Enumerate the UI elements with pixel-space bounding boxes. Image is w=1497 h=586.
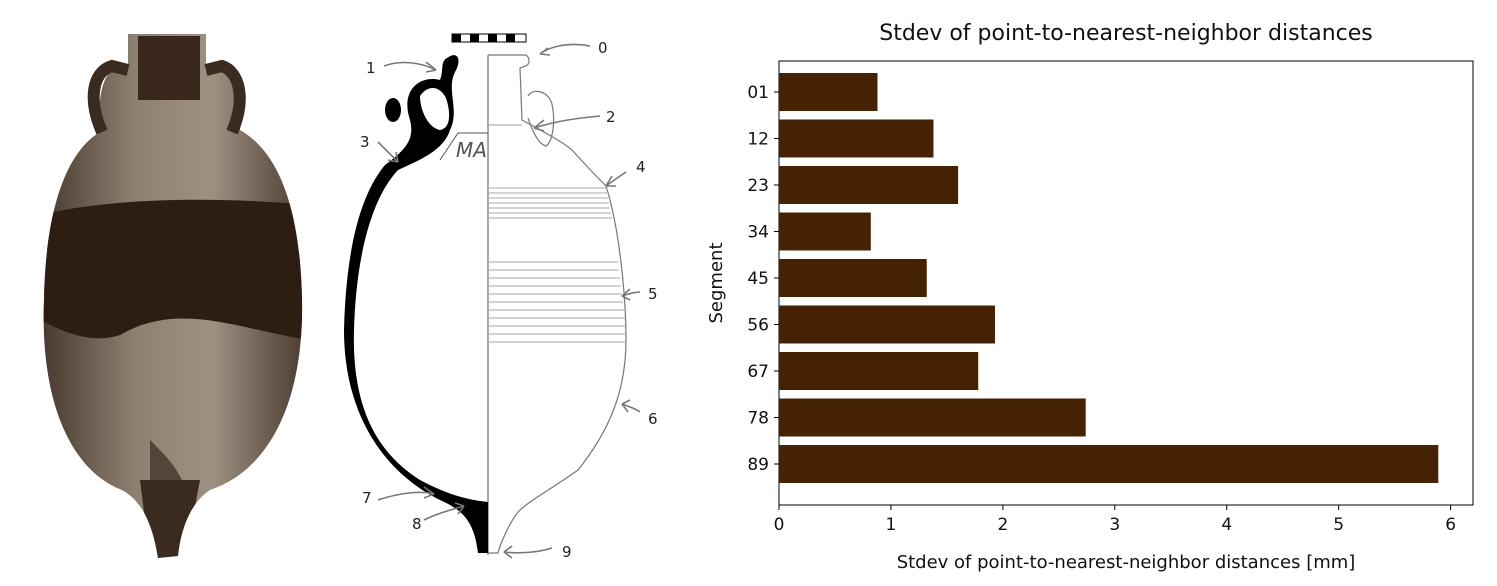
profile-drawing: MA [344, 33, 658, 561]
label-3: 3 [360, 133, 370, 151]
y-tick-label-01: 01 [747, 83, 769, 103]
x-axis-label: Stdev of point-to-nearest-neighbor dista… [897, 552, 1356, 573]
y-tick-label-56: 56 [747, 316, 769, 336]
chart-title: Stdev of point-to-nearest-neighbor dista… [879, 21, 1373, 46]
annotation-arrows [377, 43, 641, 559]
y-tick-label-89: 89 [747, 455, 769, 475]
ribbing-upper [488, 187, 612, 219]
label-4: 4 [636, 158, 646, 176]
label-5: 5 [648, 285, 658, 303]
y-tick-label-45: 45 [747, 269, 769, 289]
y-tick-label-34: 34 [747, 223, 769, 243]
x-ticks: 0 1 2 3 4 5 6 [774, 505, 1456, 535]
bar-23 [779, 166, 959, 204]
bars-group [779, 73, 1439, 483]
amphora-photo [43, 34, 303, 558]
bar-34 [779, 212, 871, 251]
y-axis-label: Segment [706, 243, 727, 324]
label-1: 1 [366, 59, 376, 77]
bar-67 [779, 352, 979, 390]
label-0: 0 [598, 39, 608, 57]
inscription-text: MA [456, 138, 487, 162]
x-tick-label-1: 1 [886, 515, 897, 535]
x-tick-label-6: 6 [1445, 515, 1456, 535]
label-7: 7 [362, 489, 372, 507]
x-tick-label-5: 5 [1333, 515, 1344, 535]
ribbing-lower [488, 261, 626, 343]
x-tick-label-0: 0 [774, 515, 785, 535]
y-ticks: 01 12 23 34 45 56 67 78 89 [747, 83, 779, 475]
x-tick-label-4: 4 [1221, 515, 1232, 535]
y-tick-label-78: 78 [747, 409, 769, 429]
section-profile [344, 55, 488, 553]
scale-bar [451, 33, 527, 43]
y-tick-label-67: 67 [747, 362, 769, 382]
bar-89 [779, 445, 1439, 483]
segment-labels: 0 1 2 3 4 5 6 7 8 9 [360, 39, 658, 561]
bar-45 [779, 259, 927, 297]
y-tick-label-23: 23 [747, 176, 769, 196]
x-tick-label-3: 3 [1109, 515, 1120, 535]
label-2: 2 [606, 108, 616, 126]
label-8: 8 [412, 515, 422, 533]
bar-56 [779, 305, 996, 344]
bar-01 [779, 73, 878, 111]
label-6: 6 [648, 410, 658, 428]
x-tick-label-2: 2 [997, 515, 1008, 535]
y-tick-label-12: 12 [747, 130, 769, 150]
bar-12 [779, 119, 934, 158]
label-9: 9 [562, 543, 572, 561]
bar-chart: Stdev of point-to-nearest-neighbor dista… [706, 21, 1474, 573]
bar-78 [779, 398, 1086, 437]
